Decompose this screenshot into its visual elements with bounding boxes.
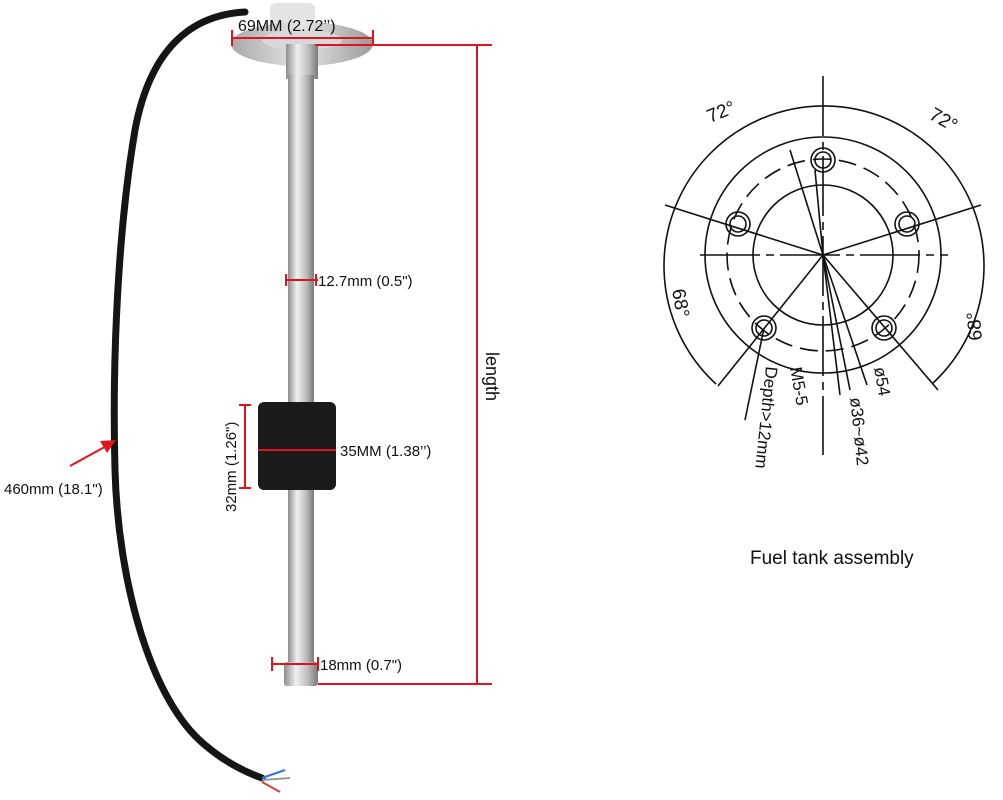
float-height-label: 32mm (1.26") xyxy=(223,422,240,512)
cable-length-label: 460mm (18.1") xyxy=(4,481,103,498)
angle-left: 68° xyxy=(667,287,693,319)
bore-label: ø36~ø42 xyxy=(846,396,872,466)
caption: Fuel tank assembly xyxy=(750,548,914,569)
bolt-circle-label: ø54 xyxy=(870,365,894,397)
rod-tip xyxy=(284,662,318,686)
angle-top-left: 72° xyxy=(704,97,739,127)
bolt-holes xyxy=(725,147,920,341)
rod xyxy=(288,75,314,685)
rod-diameter-label: 12.7mm (0.5") xyxy=(318,273,413,290)
wire-ends xyxy=(261,769,291,793)
length-label: length xyxy=(482,352,502,401)
angle-right: 68° xyxy=(964,311,987,341)
dimension-lines xyxy=(69,30,492,685)
rod-end-diameter-label: 18mm (0.7") xyxy=(320,657,402,674)
flange-diameter-label: 69MM (2.72’’) xyxy=(238,18,336,35)
angle-top-right: 72° xyxy=(926,104,961,137)
flange xyxy=(231,3,373,79)
cable xyxy=(110,8,266,782)
depth-label: Depth>12mm xyxy=(751,366,781,470)
assembly-drawing xyxy=(663,76,985,455)
float-width-label: 35MM (1.38’’) xyxy=(340,443,431,460)
float xyxy=(258,402,336,490)
